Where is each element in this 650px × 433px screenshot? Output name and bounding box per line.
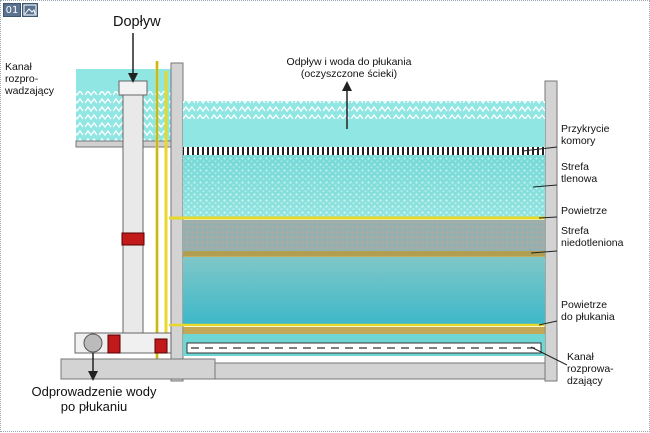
surface-foam bbox=[183, 101, 545, 119]
chamber-cover bbox=[183, 147, 545, 155]
air-label: Powietrze bbox=[561, 205, 608, 217]
valve-wash bbox=[154, 338, 168, 354]
outflow-arrowhead bbox=[342, 81, 352, 91]
reactor-left-wall bbox=[170, 62, 184, 382]
leader-oxygen bbox=[532, 184, 558, 188]
anoxic-line-1: Strefa bbox=[561, 225, 590, 237]
sludge-band-upper bbox=[183, 251, 545, 257]
reactor-floor bbox=[182, 362, 546, 380]
left-channel-line-2: rozpro- bbox=[5, 73, 39, 86]
right-channel-label: Kanał rozprowa- dzający bbox=[567, 351, 614, 387]
right-channel-line-1: Kanał bbox=[567, 351, 594, 363]
left-bottom-base bbox=[60, 358, 216, 380]
drain-label: Odprowadzenie wody po płukaniu bbox=[9, 384, 179, 415]
outflow-label: Odpływ i woda do płukania (oczyszczone ś… bbox=[269, 56, 429, 80]
oxygen-zone-tint bbox=[183, 155, 545, 217]
drain-line-1: Odprowadzenie wody bbox=[31, 384, 157, 399]
wash-air-line-1: Powietrze bbox=[561, 299, 608, 311]
figure-number: 01 bbox=[5, 5, 19, 16]
oxygen-zone-label: Strefa tlenowa bbox=[561, 161, 597, 185]
lower-water-zone bbox=[183, 257, 545, 325]
valve-drain bbox=[107, 334, 121, 354]
wash-air-label: Powietrze do płukania bbox=[561, 299, 615, 323]
leader-cover bbox=[522, 146, 558, 152]
oxygen-line-1: Strefa bbox=[561, 161, 590, 173]
sludge-band-lower bbox=[183, 327, 545, 334]
leader-anoxic bbox=[530, 250, 558, 254]
anoxic-zone-label: Strefa niedotleniona bbox=[561, 225, 623, 249]
cover-line-1: Przykrycie bbox=[561, 123, 610, 135]
oxygen-line-2: tlenowa bbox=[561, 173, 598, 186]
inflow-pipe bbox=[122, 92, 144, 334]
left-channel-label: Kanał rozpro- wadzający bbox=[5, 61, 54, 97]
reactor-right-wall bbox=[544, 80, 558, 382]
figure-number-badge[interactable]: 01 bbox=[3, 3, 21, 17]
right-channel-line-2: rozprowa- bbox=[567, 363, 614, 376]
image-icon[interactable] bbox=[22, 3, 38, 17]
outflow-line-1: Odpływ i woda do płukania bbox=[286, 56, 412, 68]
drain-outlet bbox=[83, 333, 103, 353]
wash-air-line-2: do płukania bbox=[561, 311, 615, 324]
inflow-label: Dopływ bbox=[113, 14, 161, 30]
leader-wash-air bbox=[538, 320, 558, 326]
anoxic-zone bbox=[183, 220, 545, 256]
inflow-arrowhead bbox=[128, 73, 138, 83]
outflow-line-2: (oczyszczone ścieki) bbox=[300, 68, 398, 81]
drain-arrowhead bbox=[88, 371, 98, 381]
valve-inflow bbox=[121, 232, 145, 246]
right-channel-line-3: dzający bbox=[567, 375, 603, 388]
drain-line-2: po płukaniu bbox=[60, 398, 128, 414]
left-channel-line-1: Kanał bbox=[5, 61, 32, 73]
left-channel-line-3: wadzający bbox=[5, 85, 55, 98]
leader-channel bbox=[530, 346, 568, 366]
cover-line-2: komory bbox=[561, 135, 596, 148]
image-glyph bbox=[23, 4, 37, 16]
anoxic-line-2: niedotleniona bbox=[561, 237, 624, 250]
inflow-funnel bbox=[118, 80, 148, 96]
cover-label: Przykrycie komory bbox=[561, 123, 609, 147]
left-channel-surface bbox=[76, 69, 176, 91]
leader-air bbox=[538, 216, 558, 219]
